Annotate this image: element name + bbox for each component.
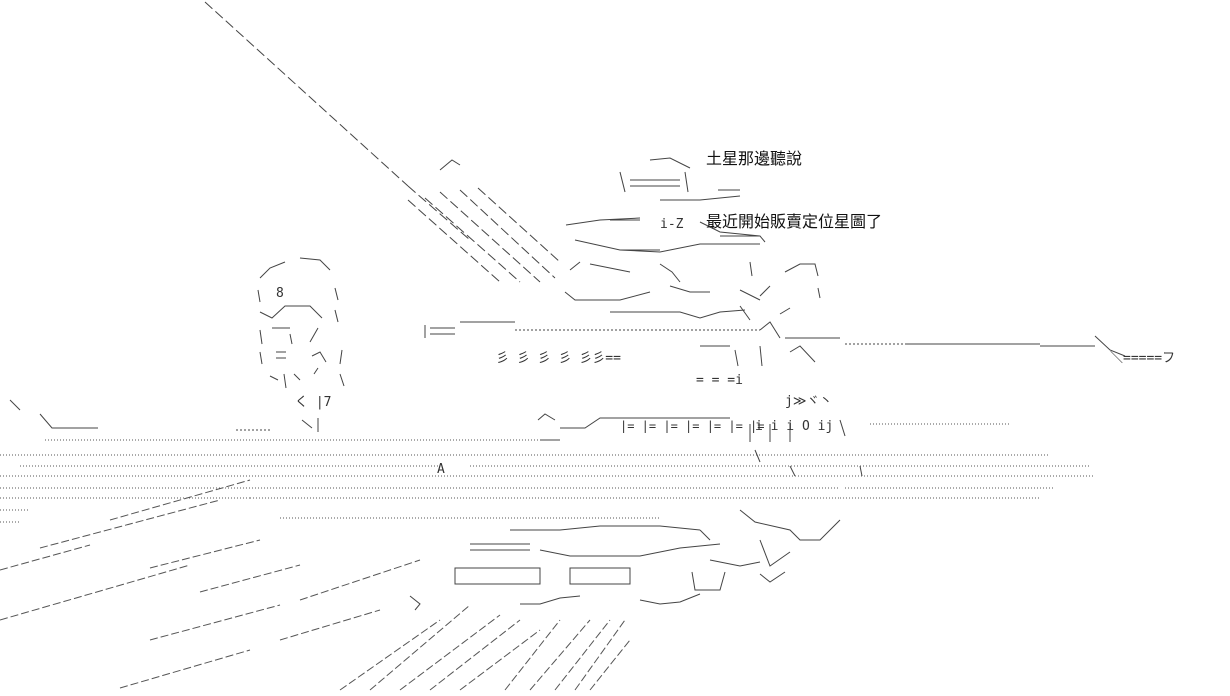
eq-text: = = =i (696, 373, 743, 388)
ground-bands (0, 423, 1095, 523)
caption-line-2: 最近開始販賣定位星圖了 (706, 212, 883, 231)
figure-helmet (439, 157, 766, 253)
kanji-z: i-Z (660, 217, 684, 232)
letter-a: A (437, 462, 445, 477)
caption-line-1: 土星那邊聽說 (706, 149, 803, 168)
caption: 土星那邊聽說 最近開始販賣定位星圖了 (706, 106, 882, 253)
foreground-stock (409, 509, 841, 611)
left-figure (257, 257, 345, 432)
figure-body (564, 261, 821, 321)
jj-text: j≫ヾ丶 (785, 394, 832, 409)
zi-row: 彡 彡 彡 彡 彡彡== (496, 351, 621, 366)
motion-streaks (0, 479, 631, 691)
eight-text: 8 (276, 286, 284, 301)
rail-text: |= |= |= |= |= |= |= (620, 419, 765, 433)
tail-text: ＼=====フ (1110, 351, 1175, 366)
rifle-barrel (424, 321, 1126, 367)
i-o-text: i i i O ij (755, 419, 833, 434)
diagonal-beam (204, 1, 561, 283)
horizon-strokes (9, 399, 863, 477)
seven-text: く |7 (295, 395, 331, 410)
